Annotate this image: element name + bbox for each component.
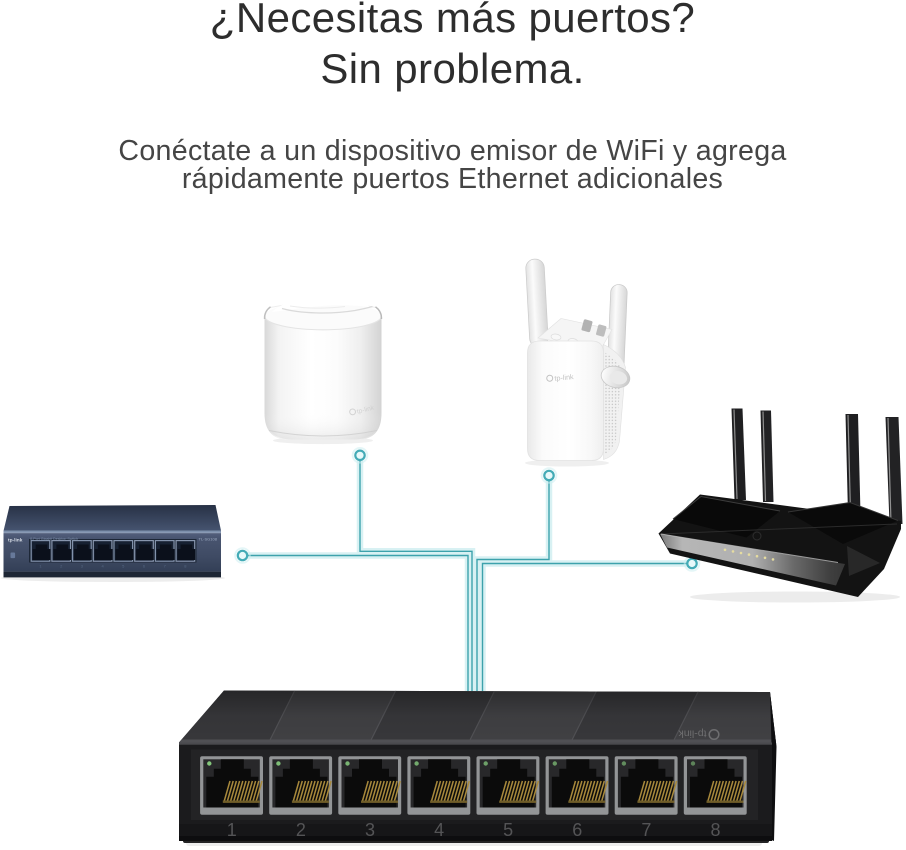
svg-text:8: 8 (184, 564, 187, 569)
svg-text:rápidamente puertos Ethernet a: rápidamente puertos Ethernet adicionales (182, 163, 723, 195)
svg-text:Conéctate a un dispositivo emi: Conéctate a un dispositivo emisor de WiF… (118, 135, 786, 167)
svg-text:2: 2 (60, 564, 63, 569)
svg-text:Sin problema.: Sin problema. (320, 45, 584, 92)
svg-text:tp-link: tp-link (8, 538, 23, 544)
svg-text:3: 3 (81, 564, 84, 569)
svg-text:8: 8 (710, 820, 720, 840)
svg-text:1: 1 (39, 564, 42, 569)
svg-text:tp-link: tp-link (554, 372, 574, 383)
svg-text:6: 6 (143, 564, 146, 569)
svg-text:4: 4 (101, 564, 104, 569)
svg-text:1: 1 (227, 820, 237, 840)
svg-text:2: 2 (296, 820, 306, 840)
svg-text:6: 6 (572, 820, 582, 840)
svg-text:5: 5 (503, 820, 513, 840)
svg-text:7: 7 (641, 820, 651, 840)
svg-text:8-Port Gigabit Desktop Switch: 8-Port Gigabit Desktop Switch (30, 537, 78, 541)
svg-text:7: 7 (164, 564, 167, 569)
svg-text:TL-SG108: TL-SG108 (199, 537, 218, 542)
svg-text:5: 5 (122, 564, 125, 569)
svg-text:tp-link: tp-link (678, 728, 707, 740)
svg-text:tp-link: tp-link (356, 404, 375, 415)
svg-text:3: 3 (365, 820, 375, 840)
svg-text:¿Necesitas más puertos?: ¿Necesitas más puertos? (210, 0, 695, 41)
svg-text:4: 4 (434, 820, 444, 840)
